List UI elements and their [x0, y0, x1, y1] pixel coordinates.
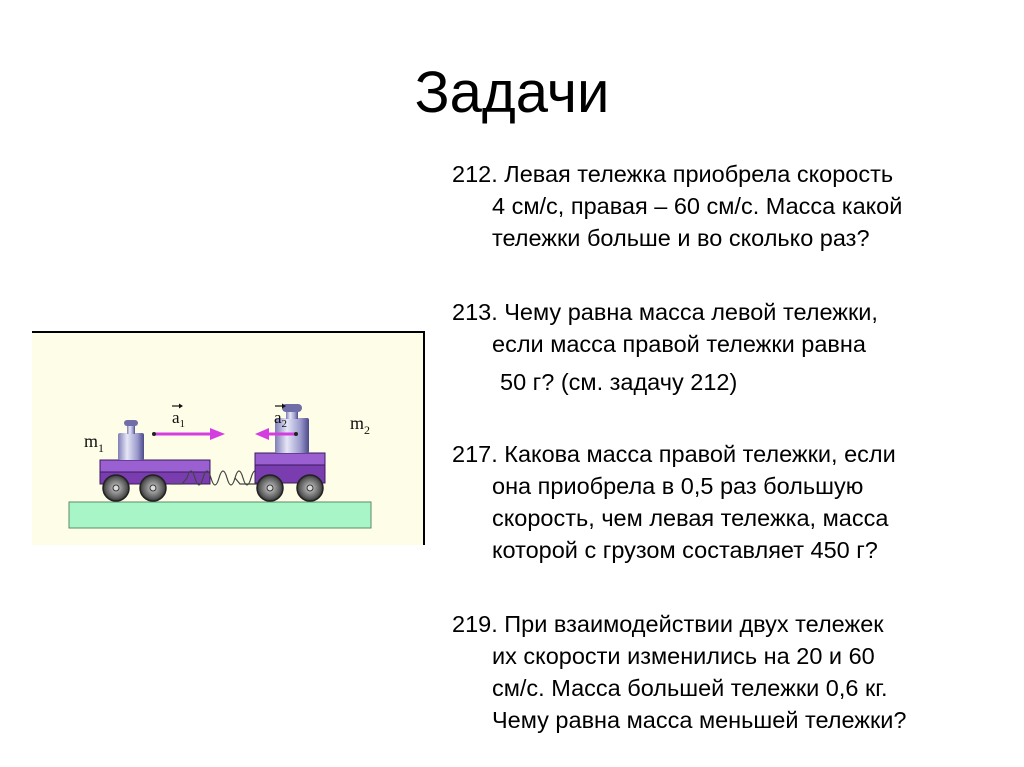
task-line: 217. Какова масса правой тележки, если [452, 441, 896, 467]
task-line: их скорости изменились на 20 и 60 [492, 643, 875, 669]
m1-label: m1 [84, 431, 104, 455]
task-line: тележки больше и во сколько раз? [492, 225, 870, 251]
task-line: скорость, чем левая тележка, масса [492, 505, 889, 531]
slide-title: Задачи [414, 60, 610, 125]
task-line: если масса правой тележки равна [492, 331, 866, 357]
task-219: 219. При взаимодействии двух тележек их … [452, 608, 907, 736]
task-line: см/с. Масса большей тележки 0,6 кг. [492, 675, 888, 701]
task-212: 212. Левая тележка приобрела скорость 4 … [452, 158, 902, 254]
table-surface [68, 501, 372, 529]
task-line: Чему равна масса меньшей тележки? [492, 707, 907, 733]
task-line: 212. Левая тележка приобрела скорость [452, 161, 894, 187]
task-line: которой с грузом составляет 450 г? [492, 537, 878, 563]
left-cart [99, 420, 211, 502]
carts-spring-figure: m1 a1 a2 m2 [32, 330, 425, 545]
a1-label: a1 [172, 408, 185, 430]
task-line: 219. При взаимодействии двух тележек [452, 611, 884, 637]
acceleration-arrows [152, 428, 298, 440]
m2-label: m2 [350, 413, 370, 437]
task-217: 217. Какова масса правой тележки, если о… [452, 438, 896, 566]
task-line: 50 г? (см. задачу 212) [500, 369, 738, 395]
a2-label: a2 [274, 408, 287, 430]
task-line: 4 см/с, правая – 60 см/с. Масса какой [492, 193, 903, 219]
task-213: 213. Чему равна масса левой тележки, есл… [452, 296, 878, 398]
task-line: она приобрела в 0,5 раз большую [492, 473, 864, 499]
task-line: 213. Чему равна масса левой тележки, [452, 299, 878, 325]
